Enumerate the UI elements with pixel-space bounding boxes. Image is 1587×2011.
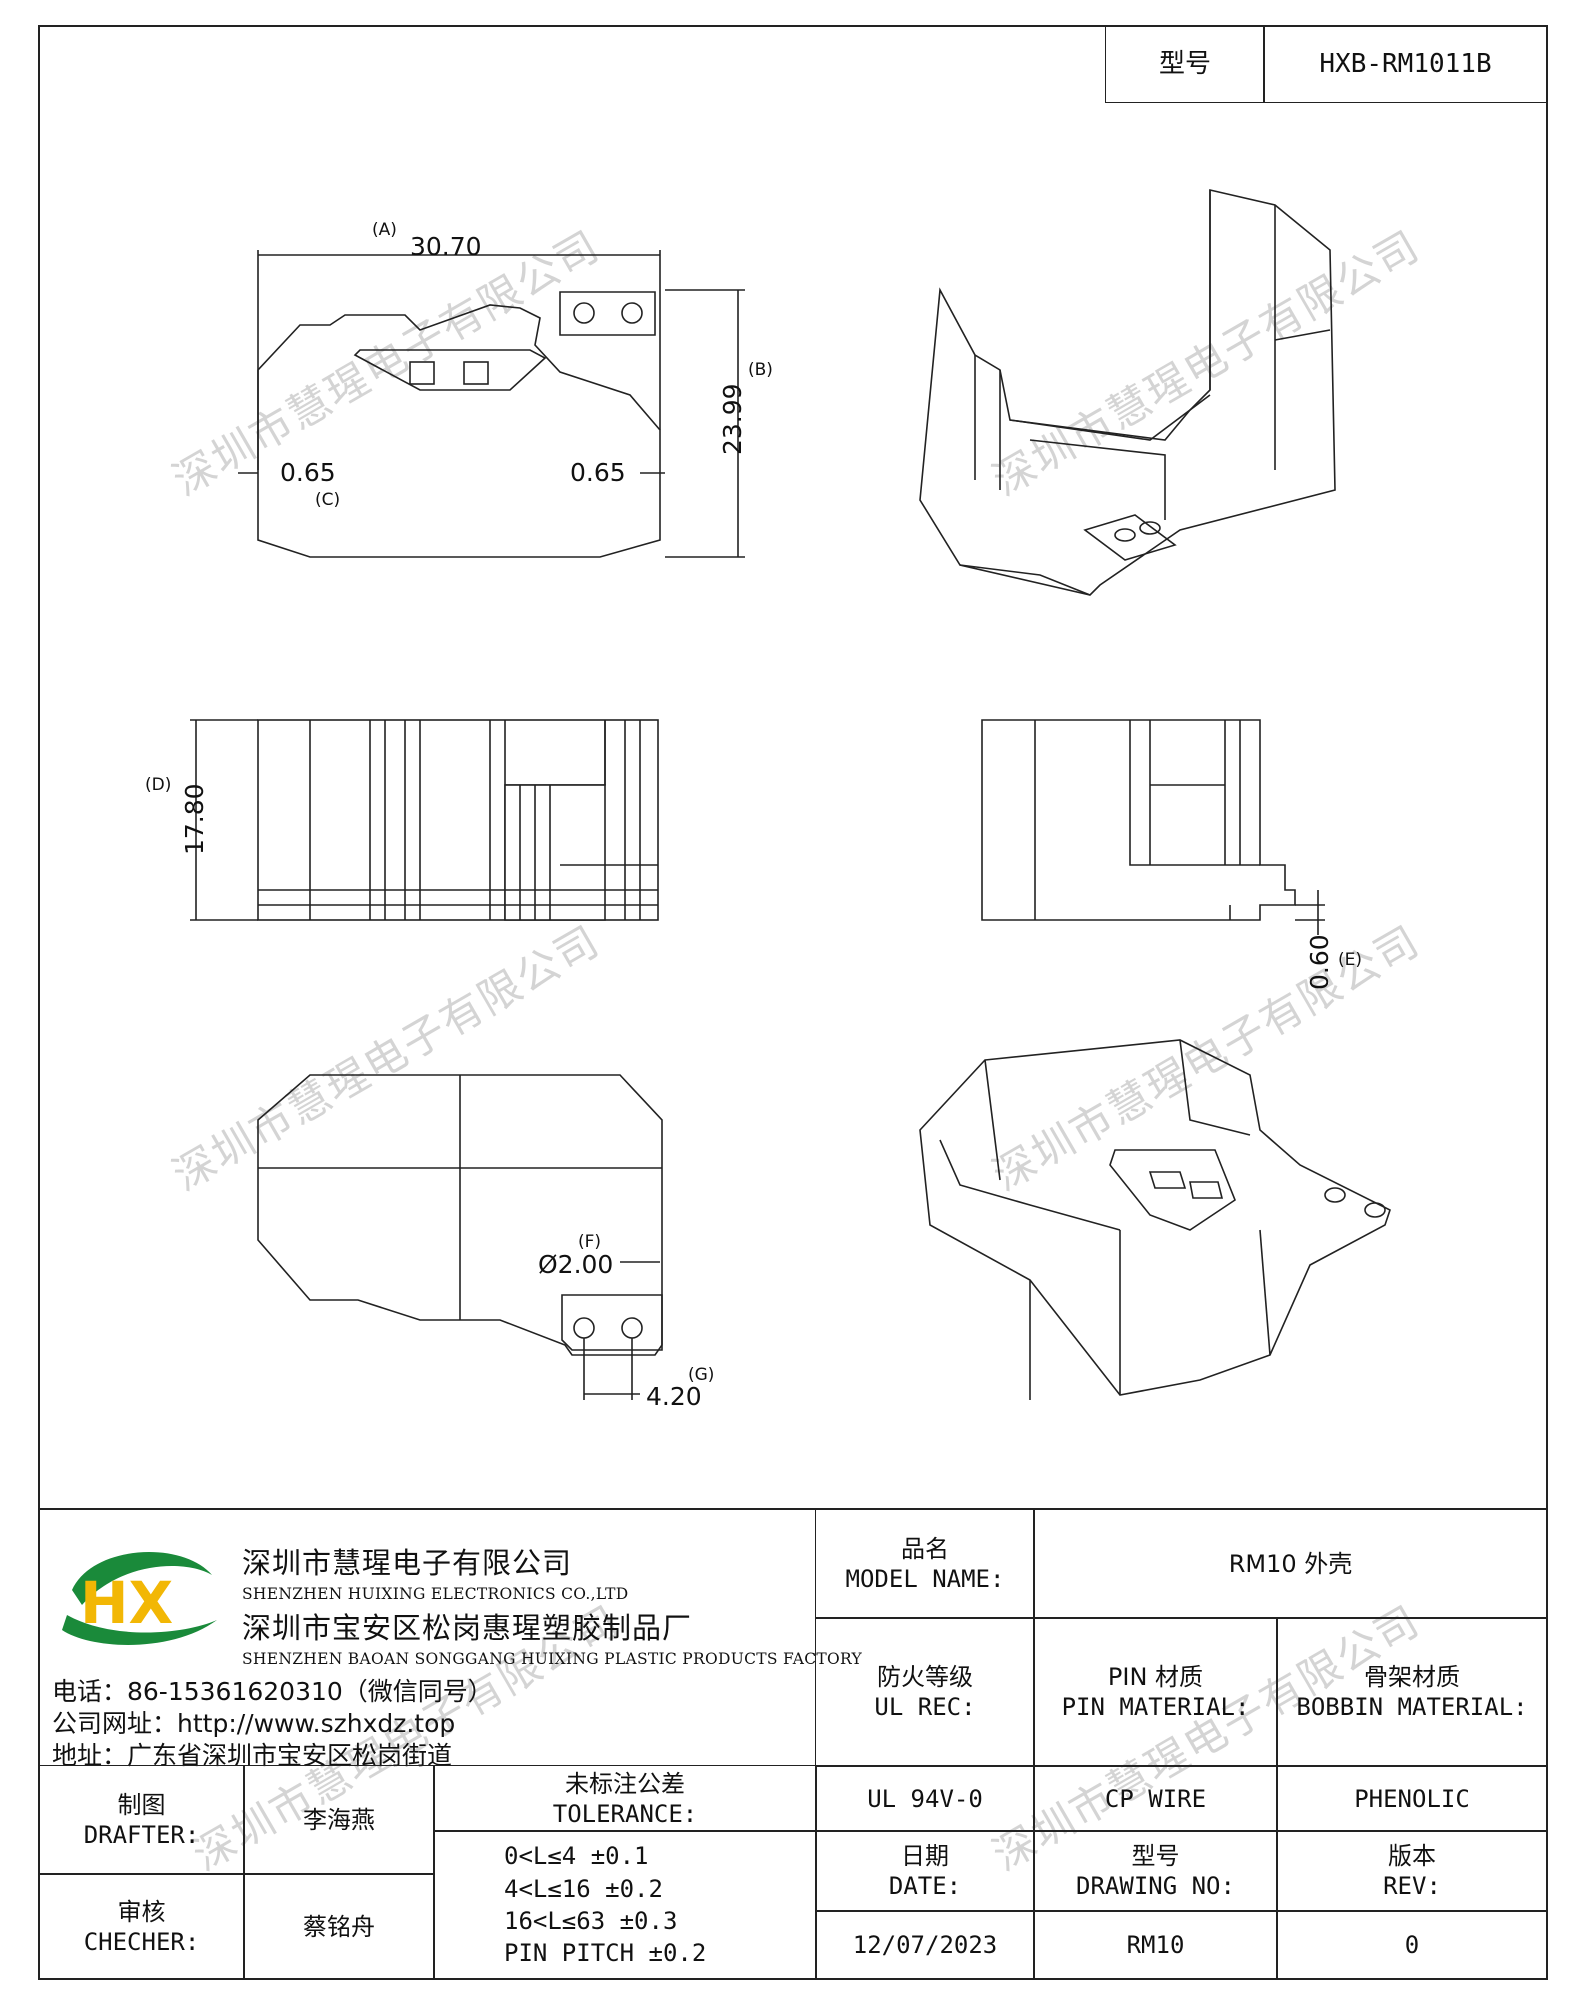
checker-value-cell: 蔡铭舟 (243, 1873, 435, 1980)
factory-name-en: SHENZHEN BAOAN SONGGANG HUIXING PLASTIC … (242, 1650, 863, 1668)
dim-g-label: (G) (688, 1365, 715, 1385)
dim-e-label: (E) (1338, 950, 1363, 970)
company-name-cn: 深圳市慧瑆电子有限公司 (242, 1546, 573, 1580)
tolerance-cn: 未标注公差 (565, 1769, 685, 1798)
rev-label-cell: 版本 REV: (1276, 1830, 1548, 1912)
drafter-cn: 制图 (117, 1791, 166, 1819)
ul-label-cell: 防火等级 UL REC: (815, 1617, 1035, 1767)
dim-b-value: 23.99 (718, 383, 747, 455)
technical-drawing (190, 188, 1391, 1400)
pin-value: CP WIRE (1104, 1784, 1207, 1813)
pin-en: PIN MATERIAL: (1061, 1693, 1250, 1721)
model-name-value-cell: RM10 外壳 (1033, 1508, 1548, 1619)
checker-label-cell: 审核 CHECHER: (38, 1873, 245, 1980)
side-view (981, 719, 1325, 935)
drawing-no-cn: 型号 (1131, 1842, 1180, 1870)
bobbin-en: BOBBIN MATERIAL: (1296, 1693, 1528, 1721)
ul-value-cell: UL 94V-0 (815, 1765, 1035, 1832)
bobbin-value: PHENOLIC (1354, 1784, 1470, 1813)
drawing-no-en: DRAWING NO: (1076, 1872, 1235, 1900)
checker-en: CHECHER: (83, 1927, 200, 1956)
date-cn: 日期 (901, 1842, 949, 1870)
pin-label-cell: PIN 材质 PIN MATERIAL: (1033, 1617, 1278, 1767)
rev-cn: 版本 (1388, 1842, 1436, 1870)
tolerance-values-cell: 0<L≤4 ±0.1 4<L≤16 ±0.2 16<L≤63 ±0.3 PIN … (433, 1830, 817, 1980)
drawing-no-value-cell: RM10 (1033, 1910, 1278, 1980)
ul-value: UL 94V-0 (867, 1784, 983, 1813)
dim-f-value: Ø2.00 (538, 1250, 614, 1279)
tolerance-en: TOLERANCE: (552, 1799, 698, 1828)
pin-cn: PIN 材质 (1107, 1663, 1204, 1691)
date-value: 12/07/2023 (852, 1931, 998, 1959)
dim-d-value: 17.80 (180, 783, 209, 855)
tolerance-label-cell: 未标注公差 TOLERANCE: (433, 1765, 817, 1832)
company-phone: 电话：86-15361620310（微信同号） (52, 1677, 493, 1706)
isometric-view-bottom (919, 1039, 1391, 1400)
dim-c-left: 0.65 (280, 458, 336, 487)
tolerance-line: 16<L≤63 ±0.3 (504, 1907, 678, 1935)
drafter-value-cell: 李海燕 (243, 1765, 435, 1875)
tolerance-line: 0<L≤4 ±0.1 (504, 1842, 649, 1871)
dim-f-label: (F) (578, 1232, 602, 1252)
drawing-no-label-cell: 型号 DRAWING NO: (1033, 1830, 1278, 1912)
isometric-view-top (919, 188, 1336, 596)
drafter-en: DRAFTER: (83, 1821, 200, 1849)
ul-en: UL REC: (874, 1693, 976, 1721)
company-website[interactable]: 公司网址：http://www.szhxdz.top (52, 1709, 456, 1738)
drafter-label-cell: 制图 DRAFTER: (38, 1765, 245, 1875)
dim-a-label: (A) (372, 220, 397, 240)
checker-cn: 审核 (117, 1897, 166, 1926)
factory-name-cn: 深圳市宝安区松岗惠瑆塑胶制品厂 (242, 1611, 693, 1645)
dim-c-label: (C) (315, 490, 341, 510)
pin-value-cell: CP WIRE (1033, 1765, 1278, 1832)
rev-en: REV: (1383, 1872, 1441, 1900)
dim-c-right: 0.65 (570, 458, 626, 487)
company-name-en: SHENZHEN HUIXING ELECTRONICS CO.,LTD (242, 1585, 629, 1603)
front-view (190, 719, 659, 921)
dim-e-value: 0.60 (1305, 934, 1334, 990)
drawing-no-value: RM10 (1126, 1931, 1185, 1959)
bobbin-label-cell: 骨架材质 BOBBIN MATERIAL: (1276, 1617, 1548, 1767)
rev-value-cell: 0 (1276, 1910, 1548, 1980)
company-logo: HX (52, 1535, 222, 1655)
top-view (238, 250, 745, 558)
bottom-view (257, 1074, 663, 1400)
model-label: 型号 (1158, 48, 1211, 79)
dim-b-label: (B) (748, 360, 773, 380)
ul-cn: 防火等级 (877, 1663, 973, 1691)
bobbin-cn: 骨架材质 (1364, 1663, 1460, 1691)
model-value-cell: HXB-RM1011B (1263, 25, 1548, 103)
date-value-cell: 12/07/2023 (815, 1910, 1035, 1980)
dim-d-label: (D) (145, 775, 172, 795)
tolerance-line: 4<L≤16 ±0.2 (504, 1874, 663, 1903)
bobbin-value-cell: PHENOLIC (1276, 1765, 1548, 1832)
drafter-value: 李海燕 (303, 1806, 375, 1834)
model-name-label-cell: 品名 MODEL NAME: (815, 1508, 1035, 1619)
model-value: HXB-RM1011B (1319, 48, 1492, 79)
model-name-cn: 品名 (901, 1534, 949, 1563)
model-name-value: RM10 外壳 (1228, 1549, 1353, 1578)
dim-g-value: 4.20 (646, 1382, 702, 1411)
logo-text: HX (80, 1569, 173, 1637)
dim-a-value: 30.70 (410, 232, 482, 261)
model-label-cell: 型号 (1105, 25, 1265, 103)
model-name-en: MODEL NAME: (845, 1564, 1005, 1593)
date-en: DATE: (888, 1872, 962, 1900)
checker-value: 蔡铭舟 (303, 1912, 375, 1941)
title-block-top-line (38, 1508, 1548, 1510)
date-label-cell: 日期 DATE: (815, 1830, 1035, 1912)
rev-value: 0 (1404, 1931, 1420, 1959)
tolerance-line: PIN PITCH ±0.2 (504, 1939, 707, 1968)
